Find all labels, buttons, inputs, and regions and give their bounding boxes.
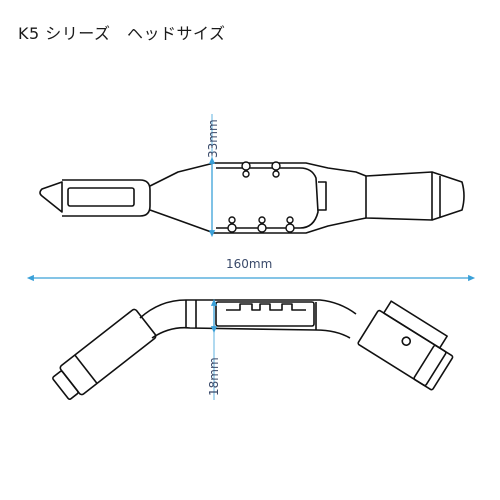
- side-view-outline: [52, 299, 454, 400]
- top-view-outline: [39, 162, 465, 234]
- length-label: 160mm: [226, 257, 272, 271]
- screw-icons-top: [227, 161, 295, 233]
- height-label-side: 18mm: [207, 357, 221, 396]
- page-title: K5 シリーズ ヘッドサイズ: [18, 24, 226, 43]
- height-label-top: 33mm: [206, 119, 220, 158]
